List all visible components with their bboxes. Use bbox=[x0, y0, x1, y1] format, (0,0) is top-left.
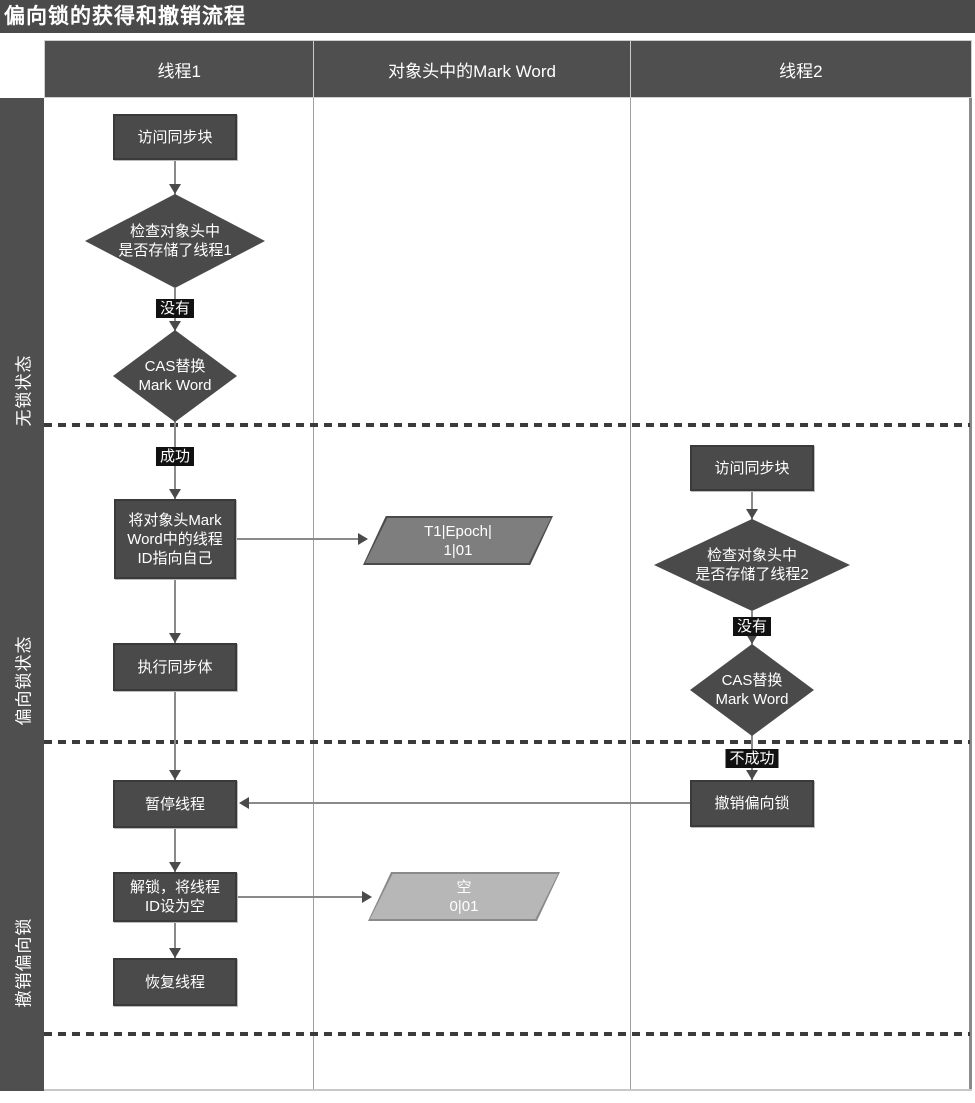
connector bbox=[174, 691, 176, 781]
edge-label-no-2: 没有 bbox=[732, 617, 772, 636]
connector bbox=[237, 896, 365, 898]
connector bbox=[237, 538, 361, 540]
parallelogram-fill bbox=[370, 874, 558, 919]
edge-label-success: 成功 bbox=[155, 447, 195, 466]
node-t1-check-header-decision: 检查对象头中 是否存储了线程1 bbox=[85, 194, 265, 288]
node-t2-check-header-decision: 检查对象头中 是否存储了线程2 bbox=[654, 519, 850, 611]
node-t2-access-sync-block: 访问同步块 bbox=[690, 445, 814, 491]
connector bbox=[174, 579, 176, 645]
node-t1-cas-decision: CAS替换 Mark Word bbox=[113, 330, 237, 422]
page-title: 偏向锁的获得和撤销流程 bbox=[0, 0, 975, 33]
arrowhead-down-icon bbox=[169, 770, 181, 780]
arrowhead-down-icon bbox=[746, 634, 758, 644]
arrowhead-right-icon bbox=[362, 891, 372, 903]
edge-label-fail: 不成功 bbox=[725, 749, 779, 768]
arrowhead-left-icon bbox=[239, 797, 249, 809]
connector bbox=[751, 491, 753, 521]
connector bbox=[174, 828, 176, 873]
node-t1-access-sync-block: 访问同步块 bbox=[113, 114, 237, 160]
arrowhead-down-icon bbox=[169, 633, 181, 643]
connector bbox=[174, 160, 176, 196]
frame-right-border bbox=[969, 98, 972, 1091]
phase-separator-3 bbox=[44, 1032, 970, 1036]
arrowhead-down-icon bbox=[746, 509, 758, 519]
node-markword-biased-state: T1|Epoch| 1|01 bbox=[363, 516, 553, 565]
node-t2-cas-decision: CAS替换 Mark Word bbox=[690, 644, 814, 736]
phase-sidebar bbox=[0, 98, 44, 1091]
arrowhead-down-icon bbox=[169, 184, 181, 194]
node-t1-resume-thread: 恢复线程 bbox=[113, 958, 237, 1006]
arrowhead-down-icon bbox=[169, 489, 181, 499]
node-t2-revoke-biased-lock: 撤销偏向锁 bbox=[690, 780, 814, 827]
phase-separator-2 bbox=[44, 740, 970, 744]
parallelogram-fill bbox=[365, 518, 551, 563]
arrowhead-down-icon bbox=[169, 948, 181, 958]
node-markword-empty-state: 空 0|01 bbox=[368, 872, 560, 921]
lane-header-thread1: 线程1 bbox=[157, 61, 201, 81]
arrowhead-right-icon bbox=[358, 533, 368, 545]
lane-header-thread2: 线程2 bbox=[629, 41, 971, 97]
lane-header-row: 线程1 对象头中的Mark Word 线程2 bbox=[44, 40, 972, 98]
node-t1-pause-thread: 暂停线程 bbox=[113, 780, 237, 828]
node-t1-set-thread-id: 将对象头Mark Word中的线程 ID指向自己 bbox=[114, 499, 236, 579]
frame-bottom-border bbox=[44, 1089, 972, 1091]
connector bbox=[174, 922, 176, 959]
node-t1-unlock-clear-id: 解锁，将线程 ID设为空 bbox=[113, 872, 237, 922]
arrowhead-down-icon bbox=[169, 862, 181, 872]
arrowhead-down-icon bbox=[746, 770, 758, 780]
phase-separator-1 bbox=[44, 423, 970, 427]
connector bbox=[243, 802, 690, 804]
lane-divider-2 bbox=[630, 98, 631, 1089]
edge-label-no-1: 没有 bbox=[155, 299, 195, 318]
node-t1-execute-sync-body: 执行同步体 bbox=[113, 643, 237, 691]
arrowhead-down-icon bbox=[169, 321, 181, 331]
lane-divider-1 bbox=[313, 98, 314, 1089]
lane-header-mark-word: 对象头中的Mark Word bbox=[313, 41, 629, 97]
